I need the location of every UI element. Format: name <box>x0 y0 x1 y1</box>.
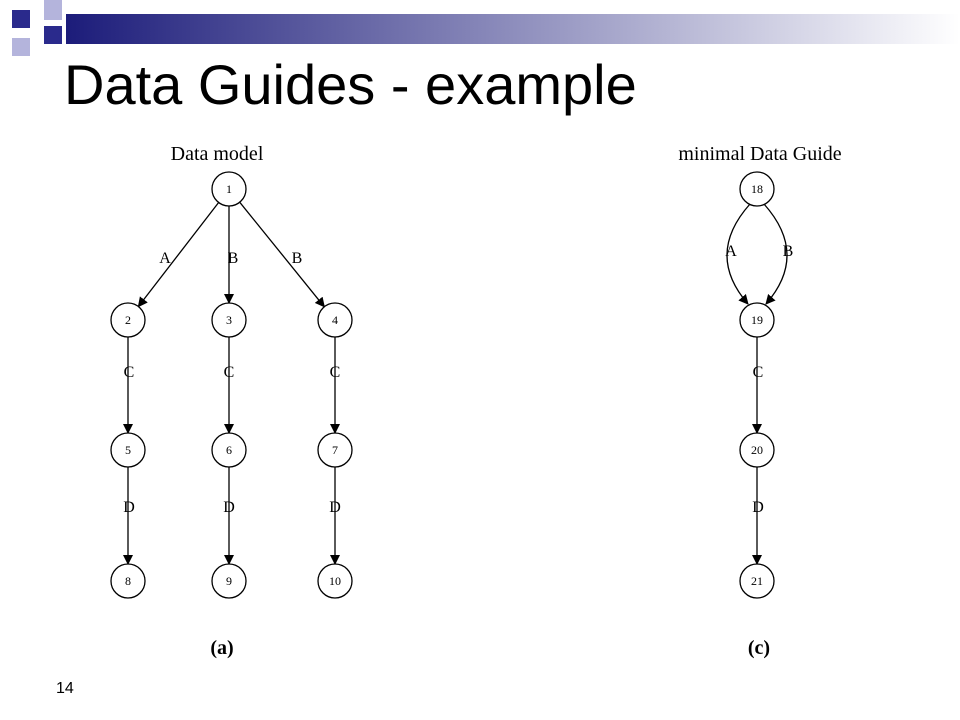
node-label: 6 <box>226 443 232 457</box>
node-label: 2 <box>125 313 131 327</box>
node-label: 9 <box>226 574 232 588</box>
node-circle <box>317 563 353 599</box>
node-circle <box>110 432 146 468</box>
data-model-caption: (a) <box>210 637 233 659</box>
node-label: 10 <box>329 574 341 588</box>
label-layer: A B B C C C D D D A B C D <box>123 243 793 516</box>
node-label: 18 <box>751 182 763 196</box>
node-circle <box>211 563 247 599</box>
node-21: 21 <box>739 563 775 599</box>
node-label: 8 <box>125 574 131 588</box>
edge-label: C <box>224 364 235 381</box>
edge-label: B <box>783 243 794 260</box>
node-10: 10 <box>317 563 353 599</box>
node-5: 5 <box>110 432 146 468</box>
node-8: 8 <box>110 563 146 599</box>
node-label: 20 <box>751 443 763 457</box>
node-circle <box>317 432 353 468</box>
data-guide-caption: (c) <box>748 637 770 659</box>
edge-label: D <box>752 499 764 516</box>
header-banner <box>12 0 960 56</box>
node-circle <box>211 302 247 338</box>
edge-label: D <box>329 499 341 516</box>
node-circle <box>739 302 775 338</box>
node-1: 1 <box>211 171 247 207</box>
edge-arrow <box>726 203 751 305</box>
node-7: 7 <box>317 432 353 468</box>
edge-label: B <box>292 250 303 267</box>
node-label: 7 <box>332 443 338 457</box>
banner-gradient-bar <box>66 14 960 44</box>
node-19: 19 <box>739 302 775 338</box>
edge-arrow <box>239 201 325 308</box>
decor-square-light <box>12 38 30 56</box>
slide-number: 14 <box>56 680 74 697</box>
edge-label: A <box>159 250 171 267</box>
node-label: 19 <box>751 313 763 327</box>
node-label: 1 <box>226 182 232 196</box>
node-circle <box>739 171 775 207</box>
node-3: 3 <box>211 302 247 338</box>
node-circle <box>739 563 775 599</box>
node-label: 5 <box>125 443 131 457</box>
edge-label: D <box>223 499 235 516</box>
edge-label: B <box>228 250 239 267</box>
node-label: 3 <box>226 313 232 327</box>
node-circle <box>317 302 353 338</box>
node-2: 2 <box>110 302 146 338</box>
node-circle <box>211 171 247 207</box>
edge-layer <box>123 201 788 565</box>
edge-arrow <box>137 202 220 308</box>
decor-square-dark <box>44 26 62 44</box>
decor-square-dark <box>12 10 30 28</box>
edge-label: C <box>330 364 341 381</box>
node-label: 21 <box>751 574 763 588</box>
node-18: 18 <box>739 171 775 207</box>
data-model-heading: Data model <box>171 143 264 165</box>
node-9: 9 <box>211 563 247 599</box>
node-20: 20 <box>739 432 775 468</box>
node-6: 6 <box>211 432 247 468</box>
edge-label: D <box>123 499 135 516</box>
edge-label: C <box>753 364 764 381</box>
data-guide-heading: minimal Data Guide <box>678 143 841 165</box>
node-circle <box>110 302 146 338</box>
decor-square-light <box>44 0 62 20</box>
node-circle <box>739 432 775 468</box>
node-4: 4 <box>317 302 353 338</box>
edge-label: A <box>725 243 737 260</box>
node-circle <box>110 563 146 599</box>
node-circle <box>211 432 247 468</box>
node-label: 4 <box>332 313 338 327</box>
edge-arrow <box>763 203 788 305</box>
node-layer: 1 2 3 4 5 6 7 8 9 10 18 19 20 21 <box>110 171 775 599</box>
slide-title: Data Guides - example <box>64 53 637 116</box>
edge-label: C <box>124 364 135 381</box>
